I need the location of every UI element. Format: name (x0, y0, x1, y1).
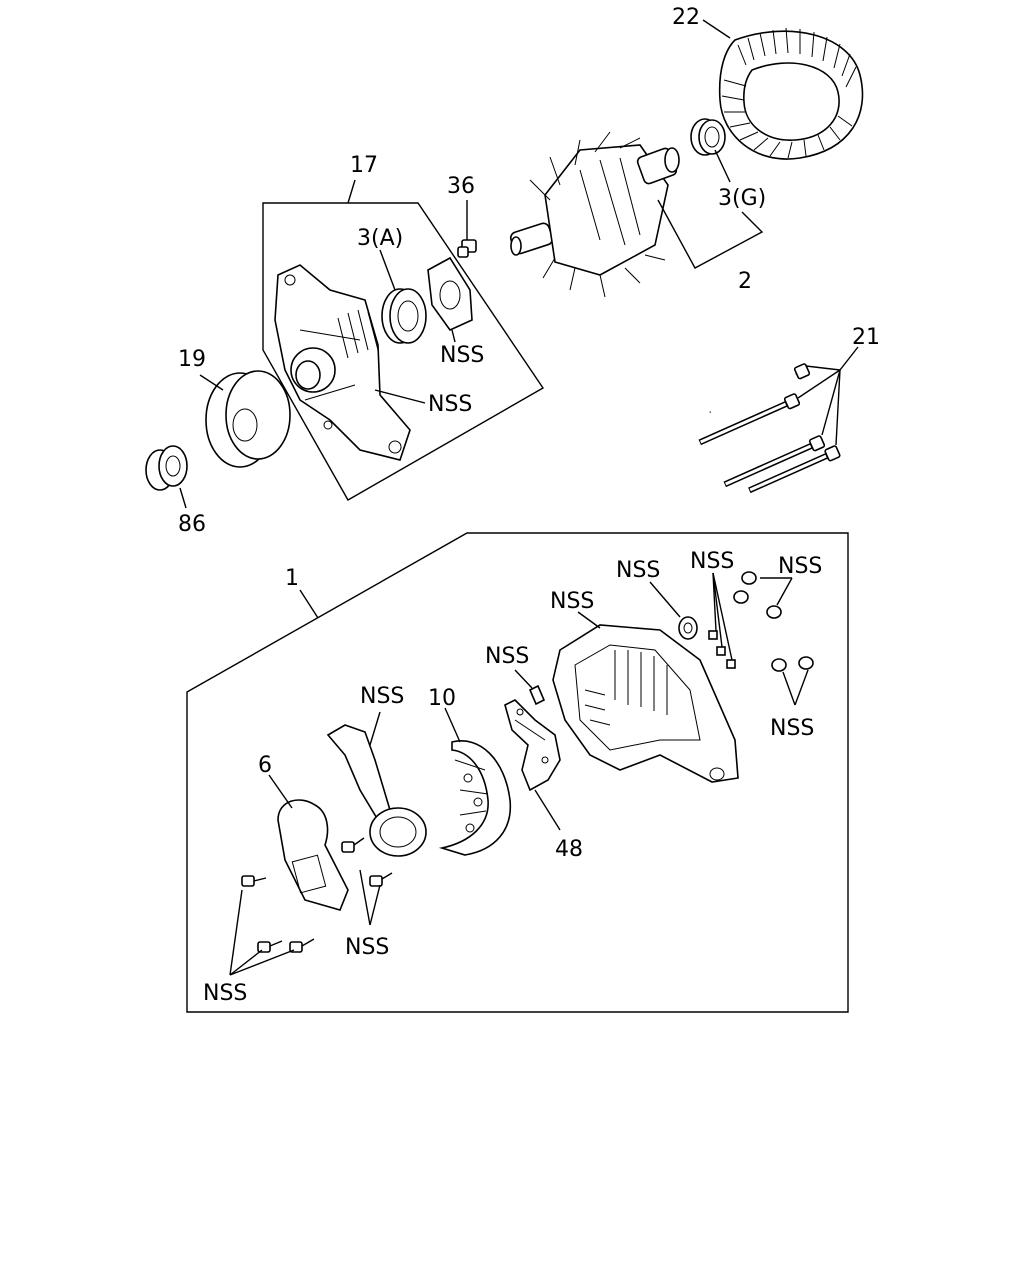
rotor-icon (509, 131, 680, 298)
callout-10: 10 (428, 686, 456, 711)
callout-nss-nuts: NSS (770, 716, 814, 741)
callout-nss-regulator: NSS (360, 684, 404, 709)
callout-nss-clip: NSS (485, 644, 529, 669)
rear-bearing-icon (690, 118, 726, 156)
callout-2: 2 (738, 269, 752, 294)
regulator-icon (326, 724, 427, 857)
terminal-clip-icon (528, 684, 546, 706)
upper-leader-lines (179, 19, 859, 509)
callout-3g: 3(G) (718, 186, 766, 211)
callout-3a: 3(A) (357, 226, 403, 251)
callout-19: 19 (178, 347, 206, 372)
front-bracket-icon (274, 264, 411, 461)
callout-nss-screws-mid: NSS (345, 935, 389, 960)
callout-21: 21 (852, 325, 880, 350)
ic-regulator-icon (277, 799, 349, 911)
callout-nss-rear-bracket: NSS (550, 589, 594, 614)
callout-36: 36 (447, 174, 475, 199)
stator-icon (718, 27, 864, 160)
callout-48: 48 (555, 837, 583, 862)
callout-nss-washers-top: NSS (778, 554, 822, 579)
retainer-plate-icon (427, 256, 473, 331)
callout-nss-bracket: NSS (428, 392, 472, 417)
brush-holder-icon (504, 699, 561, 792)
callout-1: 1 (285, 566, 299, 591)
front-bearing-icon (381, 288, 427, 344)
lower-leader-lines (229, 572, 809, 976)
callout-nss-screws: NSS (690, 549, 734, 574)
callout-labels: 22 17 36 3(A) 3(G) 2 NSS 19 NSS 21 86 1 … (178, 5, 880, 1006)
callout-22: 22 (672, 5, 700, 30)
callout-17: 17 (350, 153, 378, 178)
rectifier-icon (438, 740, 512, 856)
callout-nss-retainer: NSS (440, 343, 484, 368)
through-bolts-icon (698, 363, 841, 494)
group-1-outline (186, 532, 849, 1013)
nuts-washers-icon (678, 571, 814, 672)
screws-lower-icon (241, 837, 393, 953)
callout-86: 86 (178, 512, 206, 537)
callout-nss-bushing: NSS (616, 558, 660, 583)
callout-nss-screws-left: NSS (203, 981, 247, 1006)
callout-6: 6 (258, 753, 272, 778)
pulley-nut-icon (145, 445, 188, 491)
group-17-outline (262, 202, 545, 501)
pulley-icon (205, 370, 291, 468)
screw-36-icon (457, 239, 477, 258)
rear-bracket-icon (552, 624, 739, 783)
